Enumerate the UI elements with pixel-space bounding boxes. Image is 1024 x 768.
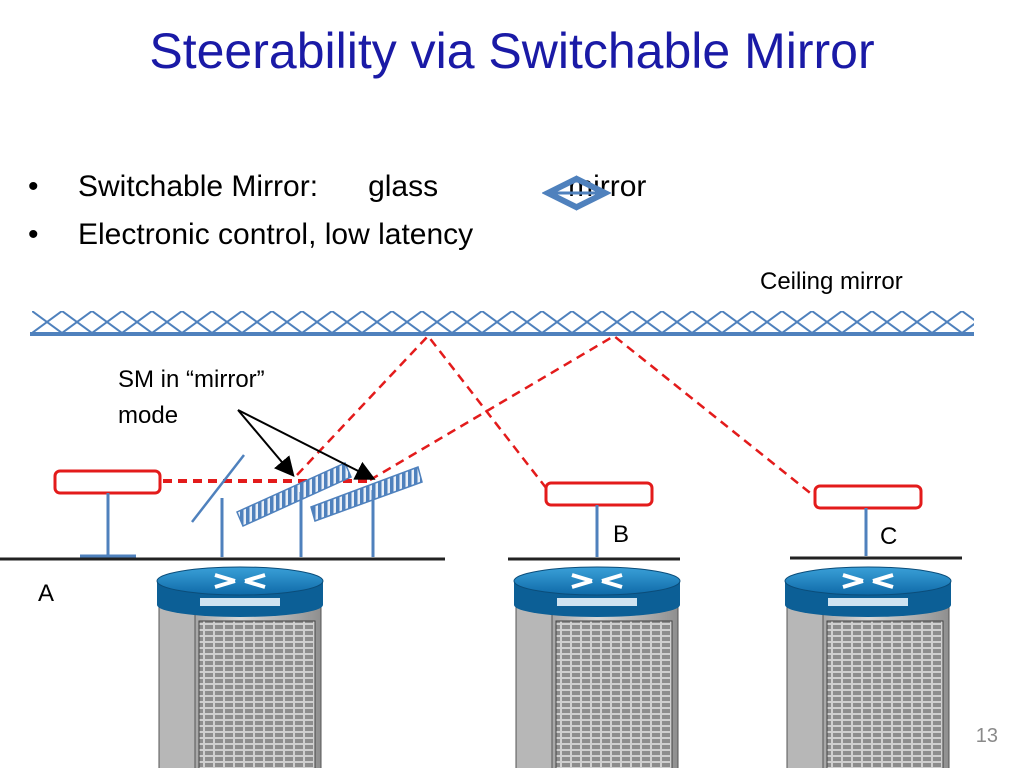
ground-lines <box>0 556 962 561</box>
receiver-c <box>813 484 923 556</box>
sm-label-line2: mode <box>118 402 179 429</box>
laser-beams <box>163 334 815 497</box>
rack-label-a: A <box>38 580 55 607</box>
ceiling-mirror-label: Ceiling mirror <box>760 268 903 295</box>
bullet-glyph: • <box>28 218 39 251</box>
page-number: 13 <box>975 725 998 747</box>
callout-arrows <box>237 409 376 480</box>
server-rack-icon <box>786 604 950 768</box>
router-icon <box>513 566 681 617</box>
rack-label-c: C <box>880 523 898 550</box>
bullet-text: Electronic control, low latency <box>78 218 474 251</box>
bullet-electronic-control: • Electronic control, low latency <box>28 218 473 252</box>
switchable-mirror-glass <box>191 454 245 557</box>
receiver-b <box>544 481 654 557</box>
switchable-mirror-1 <box>236 462 352 557</box>
bullet-glyph: • <box>28 170 39 203</box>
ceiling-mirror <box>30 311 974 336</box>
switchable-mirror-2 <box>310 466 423 557</box>
server-rack-icon <box>515 604 679 768</box>
router-icon <box>156 566 324 617</box>
server-rack-icon <box>158 604 322 768</box>
rack-c <box>784 566 952 768</box>
bullet-text: Switchable Mirror: <box>78 170 319 203</box>
router-icon <box>784 566 952 617</box>
sm-label-line1: SM in “mirror” <box>118 366 265 393</box>
rack-label-b: B <box>613 521 630 548</box>
slide-title: Steerability via Switchable Mirror <box>149 23 875 79</box>
rack-b <box>513 566 681 768</box>
glass-label: glass <box>368 170 439 203</box>
rack-a <box>156 566 324 768</box>
transmitter-a <box>53 469 162 558</box>
